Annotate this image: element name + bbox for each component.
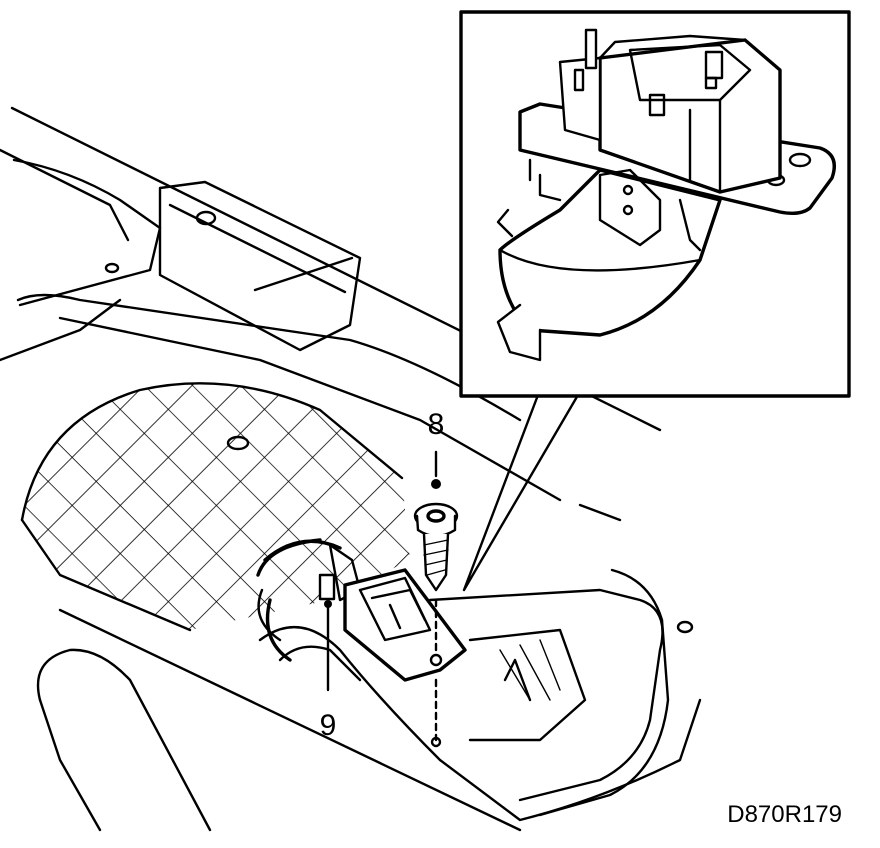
insulation-mesh [20,382,410,632]
drawing-code: D870R179 [727,801,842,828]
detail-inset [459,10,851,398]
blower-resistor-installed [343,568,467,682]
callout-9: 9 [320,709,337,742]
callout-8: 8 [428,408,445,441]
wiring-harness [256,538,362,662]
screw [413,502,459,592]
detail-leader [462,393,580,592]
installation-guides [324,450,442,748]
